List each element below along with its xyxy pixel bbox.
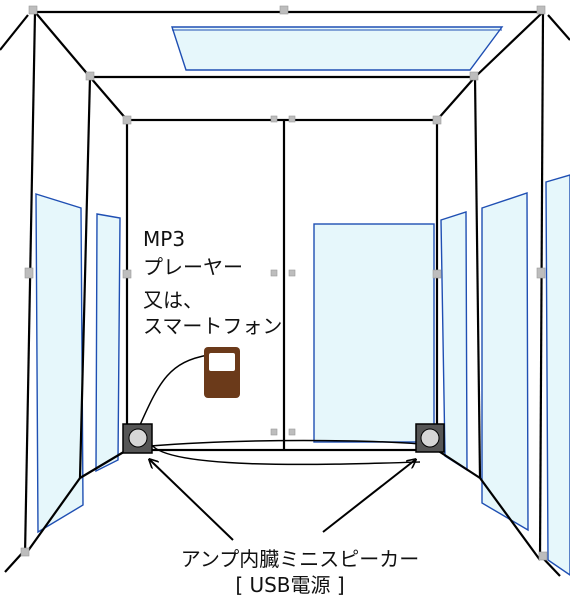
mp3-player-device [204,347,240,398]
right-wall-panel-edge [545,174,570,576]
left-wall-panel-inner [95,213,121,473]
outer-frame [0,10,570,577]
frame-handles [20,5,548,561]
back-wall-door-panel [313,223,435,443]
arrow-to-right-speaker [322,460,415,533]
device-label-line2: プレーヤー [143,255,243,279]
right-speaker [415,423,445,453]
perspective-edges [24,11,544,561]
speaker-caption-line1: アンプ内臓ミニスピーカー [181,547,420,571]
device-label-line4: スマートフォン [143,314,282,338]
left-wall-panel-outer [35,193,84,534]
back-wall-frame [125,118,439,452]
right-wall-panel-outer [481,192,529,532]
speaker-cables [139,354,421,466]
middle-frame [78,75,482,479]
speaker-caption: アンプ内臓ミニスピーカー [ USB電源 ] [160,542,440,598]
device-label-line3: 又は、 [143,288,203,312]
device-label: MP3 プレーヤー 又は、 スマートフォン [143,227,282,338]
ceiling-light-panel [171,26,504,71]
device-label-line1: MP3 [143,227,185,251]
left-speaker [122,423,153,454]
right-wall-panel-inner [440,211,468,472]
arrow-to-left-speaker [150,460,234,541]
speaker-caption-line2: [ USB電源 ] [235,573,344,597]
